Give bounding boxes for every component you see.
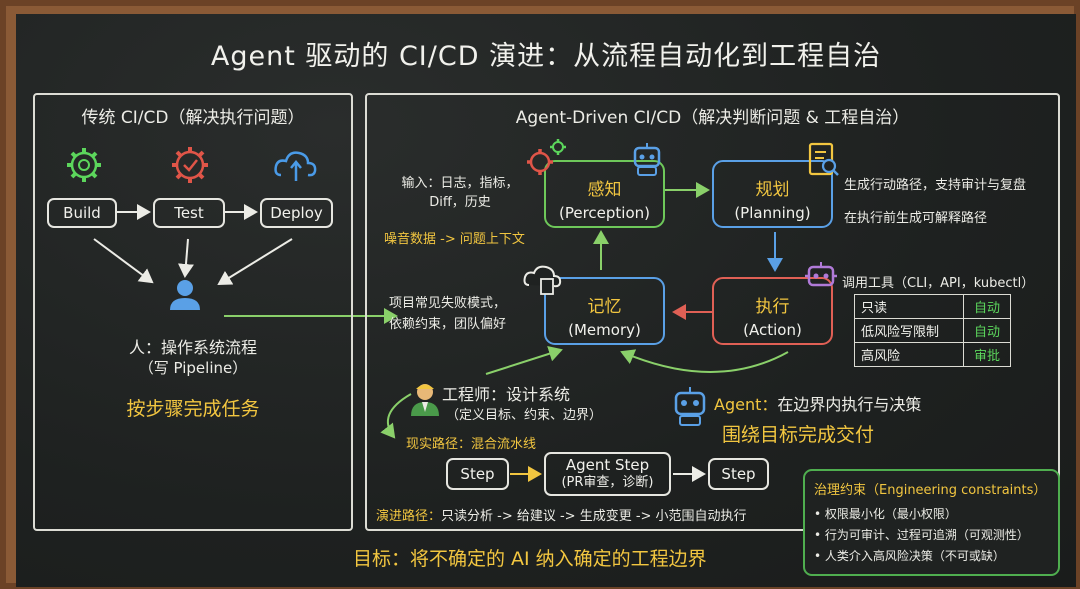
- agent-step-title: Agent Step: [565, 456, 650, 474]
- permission-row: 只读自动: [854, 294, 1011, 319]
- agent-step-subtitle: (PR审查，诊断): [561, 475, 654, 490]
- governance-box: 治理约束（Engineering constraints） • 权限最小化（最小…: [803, 469, 1060, 576]
- hybrid-step-2: Step: [708, 458, 769, 490]
- memory-subtitle: (Memory): [568, 321, 641, 339]
- perception-subtitle: (Perception): [558, 204, 650, 222]
- planning-box: 规划 (Planning): [712, 160, 833, 228]
- permission-level: 只读: [854, 294, 964, 319]
- permission-mode: 自动: [963, 294, 1011, 319]
- agent-text: 在边界内执行与决策: [777, 395, 922, 414]
- action-box: 执行 (Action): [712, 277, 833, 345]
- gear-icon: [67, 148, 101, 182]
- permission-row: 高风险审批: [854, 342, 1011, 367]
- tools-label: 调用工具（CLI，API，kubectl）: [842, 276, 1035, 291]
- planning-title: 规划: [755, 180, 790, 200]
- cloud-doc-icon: [523, 265, 562, 295]
- governance-item: • 权限最小化（最小权限）: [814, 507, 957, 521]
- traditional-summary: 按步骤完成任务: [126, 398, 260, 420]
- evolution-path: 演进路径：只读分析 -> 给建议 -> 生成变更 -> 小范围自动执行: [376, 505, 747, 524]
- robot-icon: [674, 387, 706, 426]
- permission-mode: 自动: [963, 318, 1011, 343]
- robot-icon: [805, 262, 837, 287]
- check-gear-icon: [172, 147, 208, 183]
- hybrid-step-1: Step: [446, 458, 509, 490]
- clipboard-search-icon: [808, 142, 839, 176]
- action-title: 执行: [755, 297, 790, 317]
- memory-title: 记忆: [587, 297, 622, 317]
- left-icons: [67, 147, 317, 310]
- connectors: [93, 182, 789, 482]
- person-sub-label: （写 Pipeline）: [138, 359, 248, 377]
- perception-title: 感知: [587, 180, 622, 200]
- governance-list: • 权限最小化（最小权限） • 行为可审计、过程可追溯（可观测性） • 人类介入…: [814, 504, 1058, 567]
- agent-heading: Agent-Driven CI/CD（解决判断问题 & 工程自治）: [515, 108, 910, 128]
- page-title: Agent 驱动的 CI/CD 演进：从流程自动化到工程自治: [210, 41, 882, 72]
- evolution-label: 演进路径：: [376, 509, 442, 524]
- memory-note-line1: 项目常见失败模式，: [389, 296, 507, 311]
- cloud-upload-icon: [274, 151, 317, 181]
- perception-box: 感知 (Perception): [544, 160, 665, 228]
- right-icons: [411, 139, 839, 426]
- agent-cicd-panel: [365, 93, 1060, 531]
- permission-mode: 审批: [963, 342, 1011, 367]
- engineer-icon: [411, 384, 439, 416]
- agent-statement: Agent：在边界内执行与决策: [714, 391, 921, 415]
- hybrid-agent-step: Agent Step (PR审查，诊断): [544, 452, 671, 496]
- input-note-line1: 输入：日志，指标，: [401, 176, 519, 191]
- gear-icon: [550, 139, 566, 155]
- planning-note-line1: 生成行动路径，支持审计与复盘: [844, 178, 1027, 193]
- test-step: Test: [153, 198, 225, 228]
- robot-icon: [633, 143, 661, 176]
- permission-row: 低风险写限制自动: [854, 318, 1011, 343]
- evolution-text: 只读分析 -> 给建议 -> 生成变更 -> 小范围自动执行: [441, 509, 747, 524]
- traditional-cicd-panel: [33, 93, 353, 531]
- gear-icon: [527, 149, 553, 175]
- build-step: Build: [47, 198, 117, 228]
- governance-item: • 行为可审计、过程可追溯（可观测性）: [814, 528, 1029, 542]
- person-label: 人：操作系统流程: [128, 338, 257, 357]
- reality-path-label: 现实路径：混合流水线: [406, 437, 537, 452]
- chalkboard: Agent 驱动的 CI/CD 演进：从流程自动化到工程自治 传统 CI/CD（…: [16, 14, 1076, 587]
- goal-statement: 目标：将不确定的 AI 纳入确定的工程边界: [353, 548, 707, 570]
- noise-note: 噪音数据 -> 问题上下文: [384, 232, 525, 247]
- engineer-subtitle: （定义目标、约束、边界）: [446, 408, 603, 423]
- deploy-step: Deploy: [260, 198, 333, 228]
- action-subtitle: (Action): [743, 321, 802, 339]
- permission-table: 只读自动 低风险写限制自动 高风险审批: [854, 294, 1011, 367]
- governance-item-text: 权限最小化（最小权限）: [824, 507, 957, 521]
- traditional-heading: 传统 CI/CD（解决执行问题）: [81, 108, 305, 128]
- engineer-title: 工程师：设计系统: [442, 385, 571, 404]
- person-icon: [170, 280, 200, 310]
- memory-box: 记忆 (Memory): [544, 277, 665, 345]
- governance-item-text: 行为可审计、过程可追溯（可观测性）: [824, 528, 1029, 542]
- agent-goal: 围绕目标完成交付: [722, 424, 875, 446]
- planning-note-line2: 在执行前生成可解释路径: [844, 211, 988, 226]
- input-note-line2: Diff，历史: [429, 195, 491, 210]
- planning-subtitle: (Planning): [734, 204, 811, 222]
- memory-note-line2: 依赖约束，团队偏好: [389, 317, 507, 332]
- permission-level: 低风险写限制: [854, 318, 964, 343]
- agent-prefix: Agent：: [714, 395, 778, 414]
- permission-level: 高风险: [854, 342, 964, 367]
- governance-item: • 人类介入高风险决策（不可或缺）: [814, 549, 1005, 563]
- governance-title: 治理约束（Engineering constraints）: [814, 483, 1047, 498]
- governance-item-text: 人类介入高风险决策（不可或缺）: [824, 549, 1005, 563]
